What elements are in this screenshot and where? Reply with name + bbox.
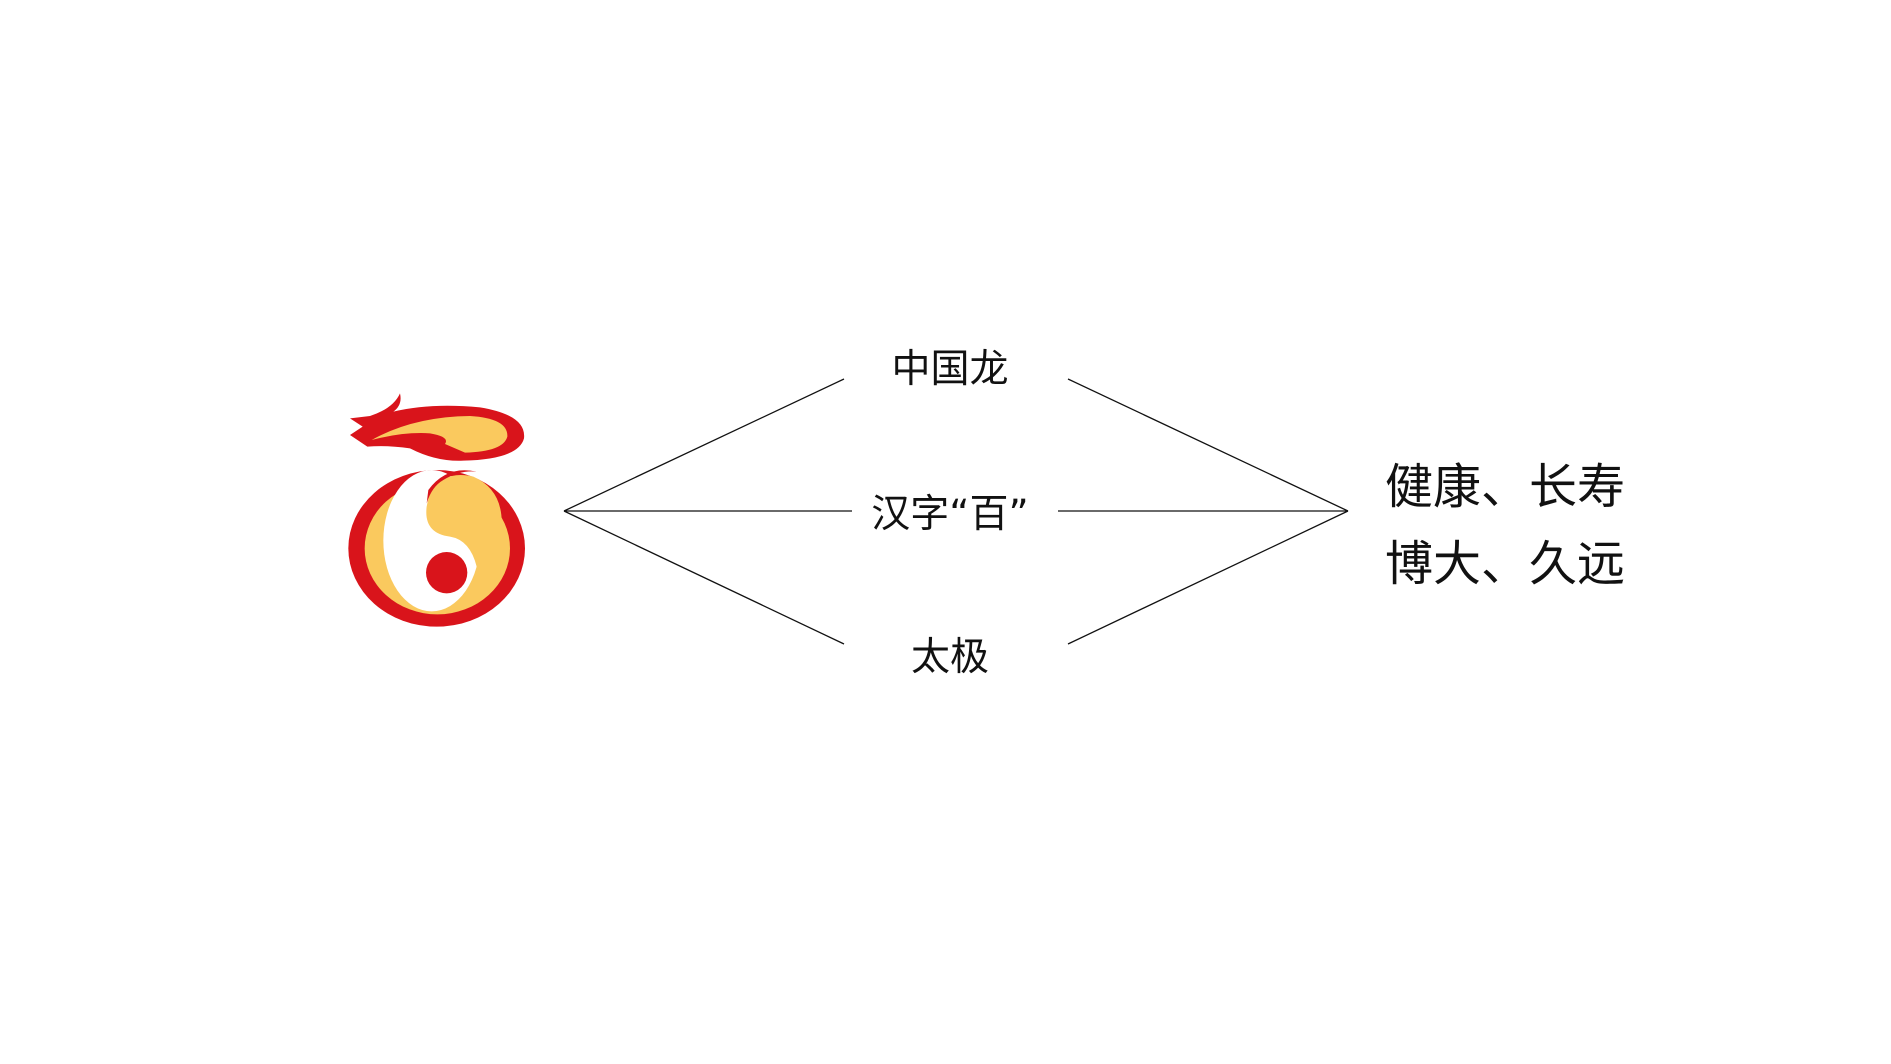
line-left-bottom xyxy=(563,510,845,645)
logo-red-dot xyxy=(426,552,468,594)
concept-character-bai: 汉字“百” xyxy=(865,483,1035,539)
line-right-top xyxy=(1067,378,1349,512)
logo-yellow-teardrop xyxy=(426,475,502,567)
meaning-health-longevity: 健康、长寿 xyxy=(1385,459,1626,515)
concept-taiji: 太极 xyxy=(904,626,996,682)
logo xyxy=(348,393,525,627)
line-left-top xyxy=(563,378,845,512)
logo-dragon-yellow xyxy=(371,416,508,453)
line-right-bottom xyxy=(1067,510,1349,645)
concept-dragon: 中国龙 xyxy=(885,338,1015,394)
meaning-vast-enduring: 博大、久远 xyxy=(1385,536,1626,592)
